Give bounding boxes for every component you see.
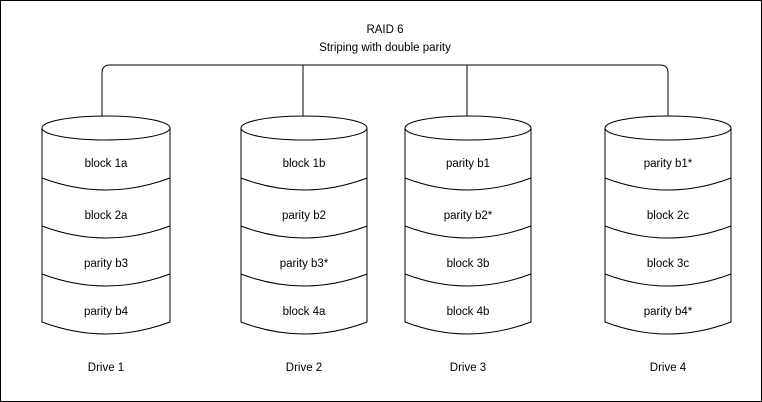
- drive-1-divider-3: [41, 273, 171, 287]
- drive-1-block-2: block 2a: [85, 210, 128, 222]
- drive-3-label: Drive 3: [450, 362, 486, 374]
- drive-1[interactable]: block 1a block 2a parity b3 parity b4 Dr…: [41, 115, 171, 374]
- drive-3[interactable]: parity b1 parity b2* block 3b block 4b D…: [404, 115, 532, 374]
- drive-4-divider-2: [604, 225, 732, 239]
- diagram-title-line1: RAID 6: [366, 24, 403, 36]
- drive-2[interactable]: block 1b parity b2 parity b3* block 4a D…: [240, 115, 368, 374]
- drive-4-cylinder-top: [604, 115, 732, 141]
- drive-3-block-1: parity b1: [446, 158, 490, 170]
- drive-2-divider-3: [240, 273, 368, 287]
- drive-4-block-1: parity b1*: [644, 158, 693, 170]
- drive-3-block-2: parity b2*: [444, 210, 493, 222]
- drive-4-block-2: block 2c: [647, 210, 689, 222]
- drive-2-divider-2: [240, 225, 368, 239]
- drive-2-block-1: block 1b: [283, 158, 326, 170]
- drive-4-block-3: block 3c: [647, 258, 689, 270]
- raid-controller-bracket: [101, 64, 669, 129]
- drive-3-block-4: block 4b: [447, 306, 490, 318]
- drive-3-divider-3: [404, 273, 532, 287]
- drive-2-block-4: block 4a: [283, 306, 326, 318]
- drive-3-cylinder-top: [404, 115, 532, 141]
- drive-3-divider-2: [404, 225, 532, 239]
- drive-2-divider-1: [240, 177, 368, 191]
- drive-4-divider-1: [604, 177, 732, 191]
- drive-3-divider-1: [404, 177, 532, 191]
- drive-3-block-3: block 3b: [447, 258, 490, 270]
- drive-4[interactable]: parity b1* block 2c block 3c parity b4* …: [604, 115, 732, 374]
- drive-1-divider-2: [41, 225, 171, 239]
- drive-1-divider-1: [41, 177, 171, 191]
- drive-1-block-4: parity b4: [84, 306, 129, 318]
- drive-4-block-4: parity b4*: [644, 306, 693, 318]
- drive-2-block-3: parity b3*: [280, 258, 329, 270]
- diagram-title-line2: Striping with double parity: [319, 42, 451, 54]
- drive-2-block-2: parity b2: [282, 210, 326, 222]
- drive-1-label: Drive 1: [88, 362, 124, 374]
- drive-1-block-3: parity b3: [84, 258, 128, 270]
- drive-2-label: Drive 2: [286, 362, 322, 374]
- drive-4-label: Drive 4: [650, 362, 687, 374]
- drive-4-divider-3: [604, 273, 732, 287]
- drive-1-cylinder-top: [41, 115, 171, 141]
- drive-2-cylinder-top: [240, 115, 368, 141]
- drive-1-block-1: block 1a: [85, 158, 128, 170]
